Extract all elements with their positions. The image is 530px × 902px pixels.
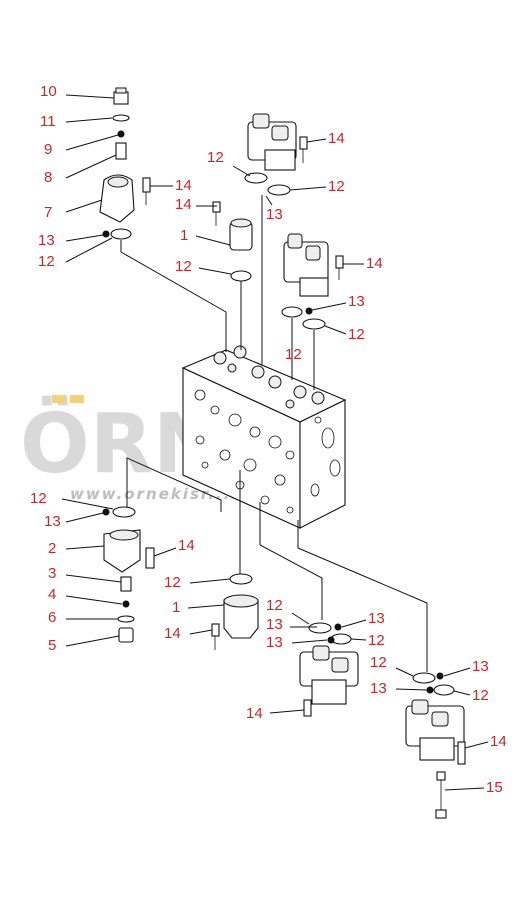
callout-3: 3 xyxy=(48,565,56,582)
callout-15: 15 xyxy=(486,779,503,796)
callout-1-b: 1 xyxy=(172,599,180,616)
callout-14-d: 14 xyxy=(366,255,383,272)
callout-12-i: 12 xyxy=(266,597,283,614)
callout-14-f: 14 xyxy=(164,625,181,642)
callout-13-c: 13 xyxy=(348,293,365,310)
solenoid-valve-upper xyxy=(244,113,308,196)
callout-12-g: 12 xyxy=(30,490,47,507)
callout-10: 10 xyxy=(40,83,57,100)
assembly-lines xyxy=(120,195,428,672)
part-10-plug xyxy=(113,91,129,105)
callout-12-e: 12 xyxy=(348,326,365,343)
callout-14-g: 14 xyxy=(246,705,263,722)
callout-12-l: 12 xyxy=(472,687,489,704)
callout-12-d: 12 xyxy=(328,178,345,195)
callout-13-a: 13 xyxy=(38,232,55,249)
callout-13-e: 13 xyxy=(266,616,283,633)
watermark-dot-right xyxy=(70,395,84,403)
part-2-housing xyxy=(102,506,155,643)
callout-5: 5 xyxy=(48,637,56,654)
watermark-dot-left xyxy=(52,395,66,403)
callout-14-a: 14 xyxy=(175,177,192,194)
callout-14-e: 14 xyxy=(178,537,195,554)
callout-2: 2 xyxy=(48,540,56,557)
part-8-spool xyxy=(115,142,127,160)
callout-13-h: 13 xyxy=(472,658,489,675)
callout-1-a: 1 xyxy=(180,227,188,244)
callout-13-f: 13 xyxy=(368,610,385,627)
main-valve-block xyxy=(181,345,347,529)
callout-14-h: 14 xyxy=(490,733,507,750)
callout-13-b: 13 xyxy=(266,206,283,223)
part-9-ball xyxy=(117,130,125,138)
callout-12-b: 12 xyxy=(175,258,192,275)
part-1-valve-upper xyxy=(212,201,253,282)
callout-13-g: 13 xyxy=(266,634,283,651)
callout-12-h: 12 xyxy=(164,574,181,591)
callouts: 10 11 9 8 7 14 14 13 12 1 12 12 14 12 13… xyxy=(30,83,507,796)
part-11-oring xyxy=(112,114,130,122)
solenoid-valve-mid xyxy=(281,233,344,330)
part-7-housing xyxy=(99,174,151,240)
part-1-valve-lower xyxy=(211,573,259,650)
solenoid-valve-lower-right xyxy=(405,672,466,819)
callout-7: 7 xyxy=(44,204,52,221)
callout-14-b: 14 xyxy=(175,196,192,213)
callout-14-c: 14 xyxy=(328,130,345,147)
callout-12-k: 12 xyxy=(370,654,387,671)
callout-13-d: 13 xyxy=(44,513,61,530)
callout-9: 9 xyxy=(44,141,52,158)
plug-stack-upper xyxy=(112,87,130,160)
callout-12-f: 12 xyxy=(285,346,302,363)
callout-12-j: 12 xyxy=(368,632,385,649)
callout-13-i: 13 xyxy=(370,680,387,697)
callout-11: 11 xyxy=(40,113,56,130)
callout-4: 4 xyxy=(48,586,56,603)
callout-6: 6 xyxy=(48,609,56,626)
callout-8: 8 xyxy=(44,169,52,186)
callout-12-a: 12 xyxy=(38,253,55,270)
callout-12-c: 12 xyxy=(207,149,224,166)
solenoid-valve-lower-center xyxy=(299,622,359,717)
